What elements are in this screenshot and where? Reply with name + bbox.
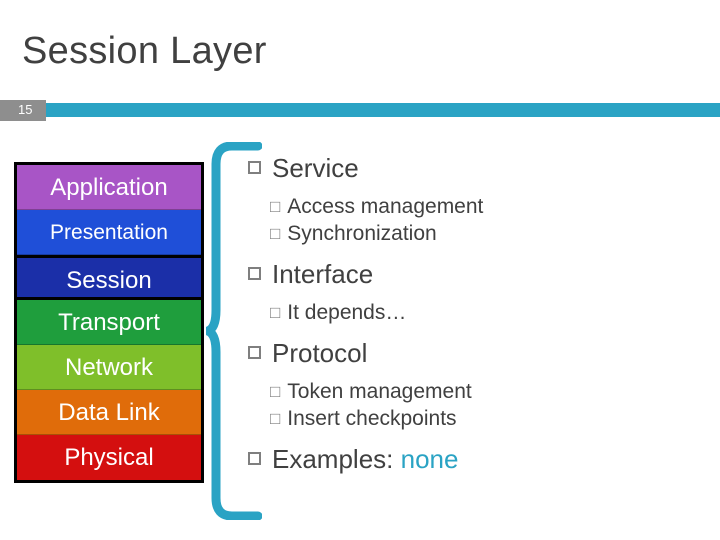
sub-bullet-insert-checkpoints: □ Insert checkpoints [270, 405, 710, 432]
slide-number: 15 [12, 102, 39, 119]
sub-bullet-access-management: □ Access management [270, 193, 710, 220]
sub-bullet-synchronization-label: Synchronization [287, 222, 437, 245]
spacer [248, 247, 710, 258]
square-bullet-icon [248, 452, 261, 465]
bullet-service-label: Service [272, 153, 359, 183]
square-bullet-icon [248, 267, 261, 280]
small-square-bullet-icon: □ [270, 409, 281, 428]
curly-brace-icon [206, 142, 262, 520]
square-bullet-icon [248, 161, 261, 174]
sub-bullet-access-management-label: Access management [287, 195, 484, 218]
osi-layer-stack: Application Presentation Session Transpo… [14, 162, 204, 483]
spacer [248, 290, 710, 299]
bullet-protocol-label: Protocol [272, 338, 368, 368]
spacer [248, 432, 710, 443]
layer-session: Session [17, 255, 201, 300]
square-bullet-icon [248, 346, 261, 359]
title-divider: 15 [0, 100, 720, 121]
divider-bar [46, 103, 720, 117]
small-square-bullet-icon: □ [270, 303, 281, 322]
bullet-service: Service [248, 152, 710, 184]
sub-bullet-insert-checkpoints-label: Insert checkpoints [287, 407, 457, 430]
bullet-content: Service □ Access management □ Synchroniz… [248, 152, 710, 475]
bullet-examples: Examples: none [248, 443, 710, 475]
spacer [248, 369, 710, 378]
page-title: Session Layer [22, 30, 267, 72]
small-square-bullet-icon: □ [270, 197, 281, 216]
layer-physical: Physical [17, 435, 201, 480]
bullet-interface: Interface [248, 258, 710, 290]
bullet-interface-label: Interface [272, 259, 374, 289]
bullet-examples-value: none [400, 444, 459, 474]
sub-bullet-it-depends-label: It depends… [287, 301, 407, 324]
layer-data-link: Data Link [17, 390, 201, 435]
layer-network: Network [17, 345, 201, 390]
layer-application: Application [17, 165, 201, 210]
small-square-bullet-icon: □ [270, 224, 281, 243]
sub-bullet-token-management-label: Token management [287, 380, 472, 403]
spacer [248, 184, 710, 193]
small-square-bullet-icon: □ [270, 382, 281, 401]
layer-presentation: Presentation [17, 210, 201, 255]
spacer [248, 326, 710, 337]
layer-transport: Transport [17, 300, 201, 345]
bullet-protocol: Protocol [248, 337, 710, 369]
sub-bullet-token-management: □ Token management [270, 378, 710, 405]
sub-bullet-synchronization: □ Synchronization [270, 220, 710, 247]
sub-bullet-it-depends: □ It depends… [270, 299, 710, 326]
bullet-examples-label: Examples: [272, 444, 394, 474]
